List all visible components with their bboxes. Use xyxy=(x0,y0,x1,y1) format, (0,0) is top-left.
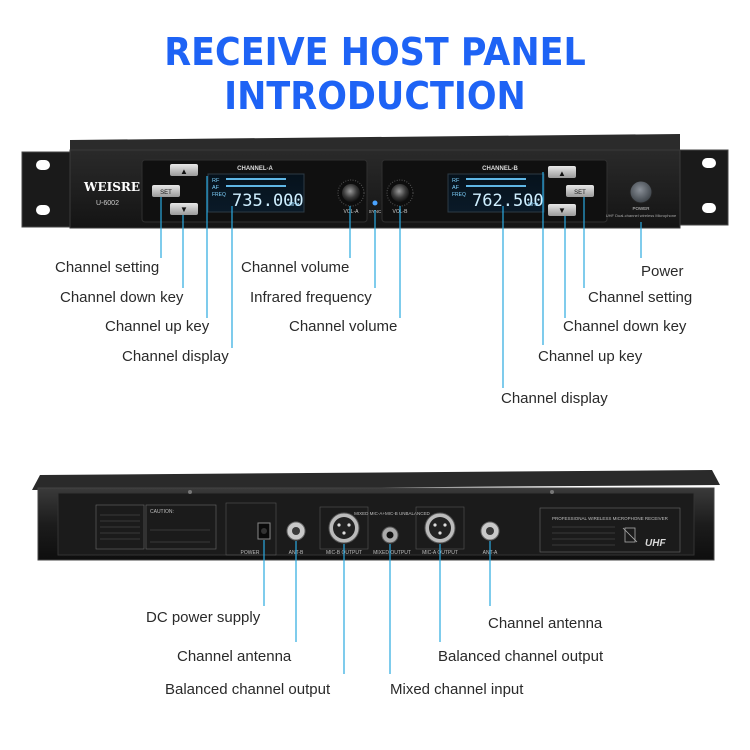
mhz-unit: MHz xyxy=(289,202,300,208)
set-label: SET xyxy=(574,190,586,196)
label-dc-power-supply: DC power supply xyxy=(146,609,261,626)
vol-a-label: VOL-A xyxy=(343,209,359,215)
rack-hole xyxy=(36,205,50,215)
channel-b-up-button[interactable] xyxy=(548,166,576,178)
lcd-af-label: AF xyxy=(452,185,460,191)
channel-b-set-button[interactable] xyxy=(566,185,594,197)
label-channel-down-key-right: Channel down key xyxy=(563,318,687,335)
mixed-output-label: MIXED OUTPUT xyxy=(373,550,411,556)
sync-infrared-sensor xyxy=(372,200,378,206)
rf-bar-b xyxy=(466,178,526,187)
rf-bar-a xyxy=(226,178,286,187)
label-channel-antenna-right: Channel antenna xyxy=(488,615,603,632)
front-leader-lines xyxy=(160,172,642,388)
channel-a-title: CHANNEL-A xyxy=(237,166,273,172)
rack-hole xyxy=(36,160,50,170)
back-leader-lines xyxy=(263,540,491,674)
label-channel-setting-right: Channel setting xyxy=(588,289,693,306)
label-channel-up-key-right: Channel up key xyxy=(538,348,643,365)
model-label: U-6002 xyxy=(96,200,119,207)
rack-hole xyxy=(702,203,716,213)
caution-sticker xyxy=(95,504,145,550)
power-button[interactable] xyxy=(629,180,653,204)
uhf-logo: UHF xyxy=(645,538,666,549)
channel-a-lcd xyxy=(207,173,305,213)
label-balanced-output-right: Balanced channel output xyxy=(438,648,604,665)
channel-a-up-button[interactable] xyxy=(170,164,198,176)
label-channel-setting-left: Channel setting xyxy=(55,259,160,276)
lcd-freq-label: FREQ xyxy=(212,192,226,198)
label-channel-display-right: Channel display xyxy=(501,390,608,407)
caution-label: CAUTION: xyxy=(150,509,174,515)
up-arrow-icon: ▲ xyxy=(180,167,188,176)
lcd-rf-label: RF xyxy=(452,178,460,184)
spec-sticker xyxy=(539,507,681,553)
uhf-note: UHF Dual-channel wireless Microphone xyxy=(606,213,677,218)
channel-a-set-button[interactable] xyxy=(152,185,180,197)
rack-hole xyxy=(702,158,716,168)
lcd-freq-label: FREQ xyxy=(452,192,466,198)
label-channel-volume-bottom: Channel volume xyxy=(289,318,398,335)
label-channel-antenna-left: Channel antenna xyxy=(177,648,292,665)
power-label: POWER xyxy=(632,206,650,211)
channel-b-down-button[interactable] xyxy=(548,204,576,216)
spec-title: PROFESSIONAL WIRELESS MICROPHONE RECEIVE… xyxy=(552,516,669,521)
label-power: Power xyxy=(641,263,684,280)
page-title: RECEIVE HOST PANEL INTRODUCTION xyxy=(164,30,586,118)
up-arrow-icon: ▲ xyxy=(558,169,566,178)
mixed-output-title: MIXED MIC-A+MIC-B UNBALANCED xyxy=(354,511,430,516)
back-power-label: POWER xyxy=(241,550,260,556)
label-channel-down-key-left: Channel down key xyxy=(60,289,184,306)
volume-a-knob[interactable] xyxy=(342,184,360,202)
label-channel-volume-top: Channel volume xyxy=(241,259,350,276)
set-label: SET xyxy=(160,190,172,196)
lcd-rf-label: RF xyxy=(212,178,220,184)
channel-a-down-button[interactable] xyxy=(170,203,198,215)
label-channel-display-left: Channel display xyxy=(122,348,229,365)
mhz-unit: MHz xyxy=(528,202,539,208)
down-arrow-icon: ▼ xyxy=(558,206,566,215)
label-mixed-channel-input: Mixed channel input xyxy=(390,681,524,698)
volume-b-knob[interactable] xyxy=(391,184,409,202)
channel-b-lcd xyxy=(447,173,545,213)
channel-a-frequency: 735.000 xyxy=(232,191,304,211)
label-balanced-output-left: Balanced channel output xyxy=(165,681,331,698)
channel-b-frequency: 762.500 xyxy=(472,191,544,211)
brand-logo: WEISRE xyxy=(83,180,140,194)
label-infrared-frequency: Infrared frequency xyxy=(250,289,372,306)
down-arrow-icon: ▼ xyxy=(180,205,188,214)
channel-b-title: CHANNEL-B xyxy=(482,166,518,172)
back-panel: CAUTION: POWER ANT-B MIC-B OUTPUT MIXED … xyxy=(32,470,720,561)
recycle-bin-icon xyxy=(624,527,636,543)
lcd-af-label: AF xyxy=(212,185,220,191)
label-channel-up-key-left: Channel up key xyxy=(105,318,210,335)
